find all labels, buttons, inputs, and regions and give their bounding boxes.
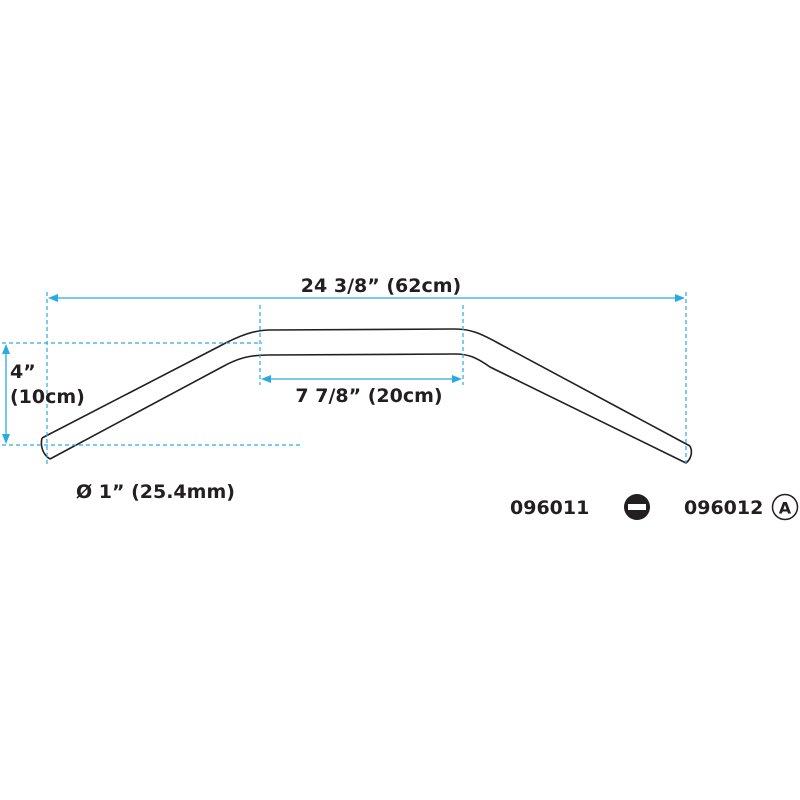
overall-width-dimension: 24 3/8” (62cm) [46,275,687,466]
part-number-text: 096011 [510,497,589,519]
center-right-arrow [452,375,462,383]
center-left-arrow [261,375,271,383]
overall-left-arrow [48,294,58,302]
handlebar-left-end [40,437,51,460]
badge-letter: A [779,499,792,518]
handlebar-upper-edge [41,328,691,447]
diameter-label: Ø 1” (25.4mm) [76,481,235,503]
rise-top-arrow [2,344,10,354]
center-width-label: 7 7/8” (20cm) [295,385,442,407]
part-number-096011: 096011 [510,494,650,520]
overall-right-arrow [675,294,685,302]
minus-circle-icon [624,494,650,520]
letter-a-circle-icon: A [771,493,799,521]
center-width-dimension: 7 7/8” (20cm) [259,305,464,407]
rise-label-cm: (10cm) [10,386,85,408]
rise-label-inch: 4” [10,361,36,383]
handlebar-lower-edge [49,353,687,464]
part-number-096012: 096012 A [684,493,799,521]
rise-dimension: 4” (10cm) [2,342,302,446]
handlebar-outline [40,328,693,464]
handlebar-right-end [685,445,693,464]
overall-width-label: 24 3/8” (62cm) [301,275,461,297]
part-number-text: 096012 [684,497,763,519]
rise-bottom-arrow [2,434,10,444]
